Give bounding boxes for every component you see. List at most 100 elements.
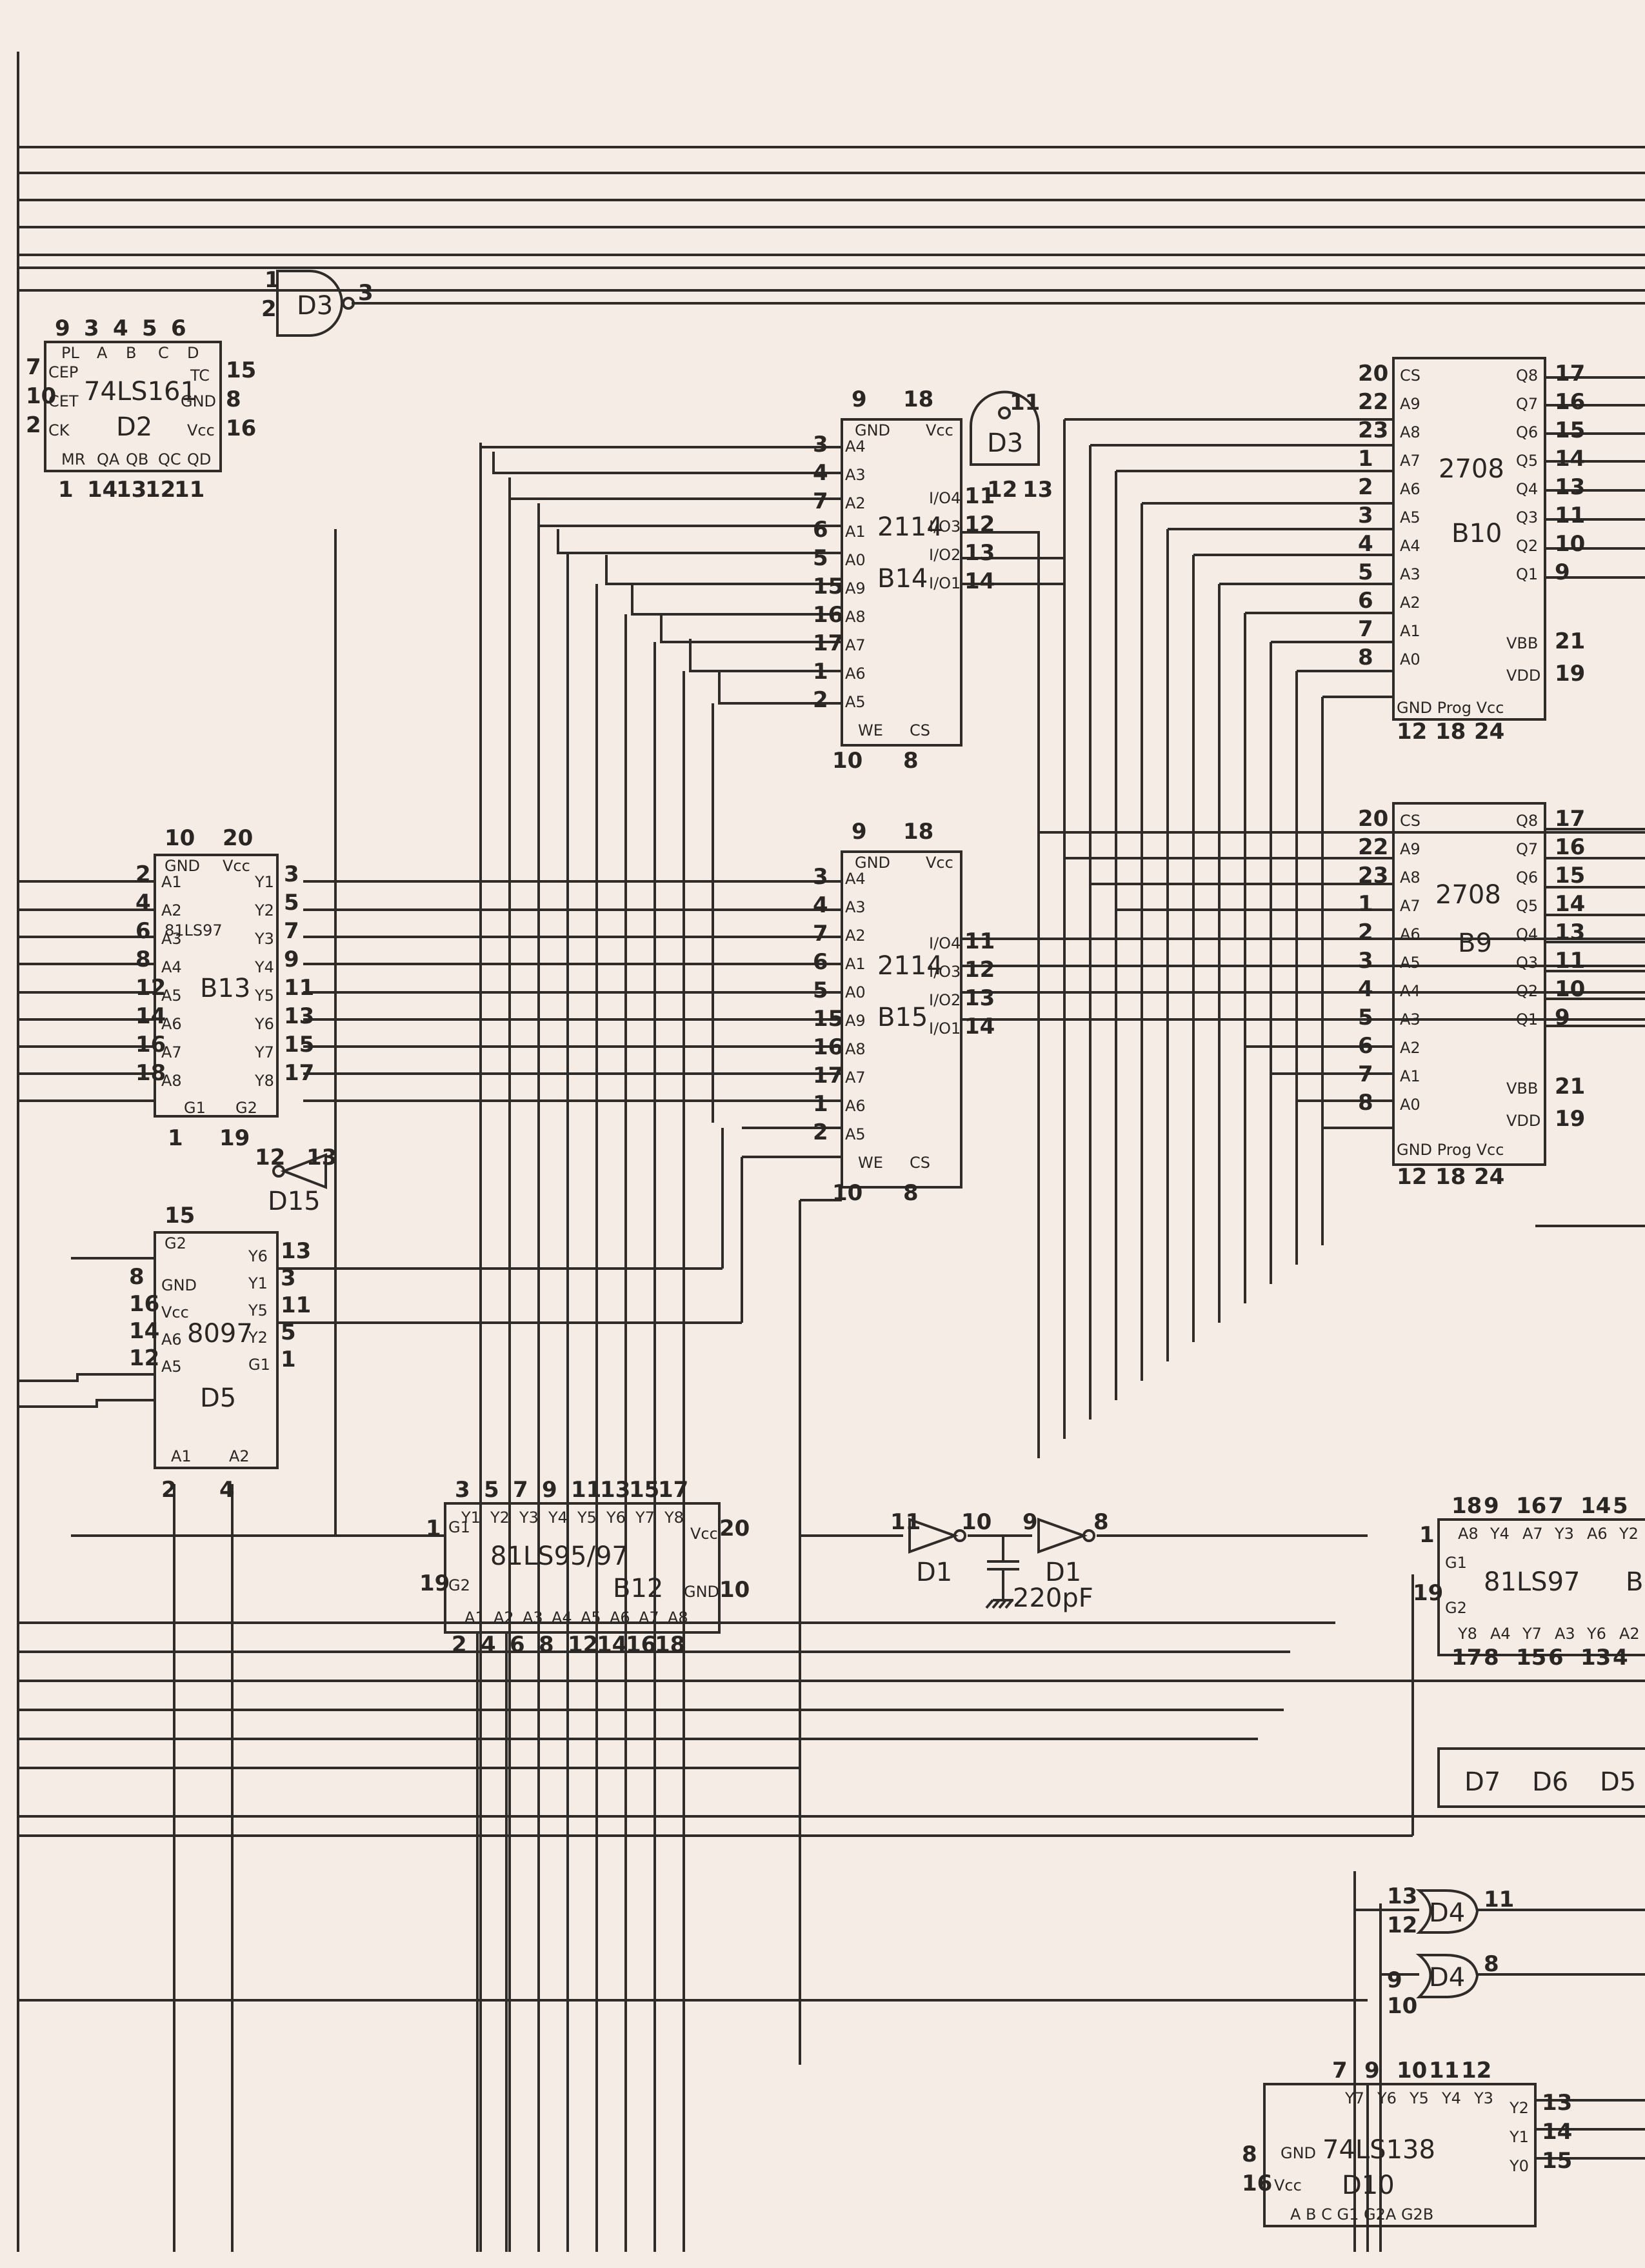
decoder-d10: 74LS138 D10 A B C G1 G2A G2B: [1263, 2083, 1537, 2227]
pin-number: 12: [1461, 2058, 1491, 2083]
pin-number: 10: [1397, 2058, 1427, 2083]
pin-number: 2: [161, 1477, 177, 1503]
counter-ref: D2: [116, 412, 152, 442]
pin-signal: Q4: [1516, 925, 1538, 943]
pin-signal: A7: [639, 1609, 659, 1627]
pin-number: 16: [1516, 1493, 1546, 1519]
pin-signal: Y5: [248, 1301, 268, 1320]
pin-number: 15: [629, 1477, 659, 1503]
pin-signal: GND: [684, 1583, 719, 1601]
pin-signal: Q4: [1516, 480, 1538, 498]
pin-number: 4: [813, 460, 828, 486]
pin-number: 14: [1555, 446, 1585, 472]
buffer-b12: 81LS95/97 B12: [444, 1502, 721, 1634]
pin-number: 12: [129, 1345, 159, 1371]
pin-number: 16: [813, 602, 843, 628]
pin-number: 9: [852, 386, 867, 412]
pin-signal: Vcc: [223, 857, 250, 875]
pin-signal: A6: [161, 1015, 182, 1033]
pin-number: 7: [1358, 616, 1373, 642]
data-bus-d6: D6: [1532, 1767, 1568, 1797]
pin-signal: Y2: [1509, 2099, 1529, 2117]
pin-signal: Y2: [490, 1509, 510, 1527]
pin-signal: A1: [161, 873, 182, 891]
decoder-d10-ref: D10: [1342, 2171, 1395, 2200]
pin-number: 6: [1358, 588, 1373, 614]
pin-number: 3: [813, 864, 828, 890]
pin-signal: Q3: [1516, 954, 1538, 972]
pin-number: 12: [135, 975, 166, 1001]
pin-number: 6: [1358, 1033, 1373, 1059]
pin-number: 7: [813, 488, 828, 514]
pin-signal: Y6: [254, 1015, 274, 1033]
pin-number: 23: [1358, 417, 1388, 443]
pin-signal: CS: [1400, 812, 1421, 830]
pin-signal: D: [187, 344, 199, 362]
pin-signal: MR: [61, 450, 85, 468]
pin-number: 5: [813, 545, 828, 571]
pin-signal: B: [126, 344, 136, 362]
pin-signal: Y6: [248, 1247, 268, 1265]
pin-signal: GND: [855, 421, 890, 439]
pin-signal: Y3: [1473, 2089, 1493, 2107]
pin-number: 21: [1555, 1074, 1585, 1099]
pin-signal: A5: [161, 1358, 182, 1376]
pin-number: 10: [26, 383, 56, 409]
pin-number: 7: [26, 354, 41, 380]
pin-number: 8: [129, 1264, 145, 1290]
eprom-b10: 2708 B10 GND Prog Vcc: [1392, 357, 1546, 721]
decoder-d10-part: 74LS138: [1322, 2135, 1435, 2165]
pin-signal: A2: [494, 1609, 514, 1627]
pin-number: 4: [813, 892, 828, 918]
pin-signal: A2: [229, 1447, 250, 1465]
pin-number: 2: [452, 1632, 467, 1658]
pin-signal: Q1: [1516, 1010, 1538, 1029]
pin-signal: A2: [1619, 1625, 1640, 1643]
pin-signal: A8: [668, 1609, 688, 1627]
pin-number: 6: [813, 517, 828, 543]
pin-number: 19: [219, 1125, 250, 1151]
pin-signal: G2: [448, 1576, 470, 1594]
pin-signal: A7: [845, 636, 866, 654]
pin-number: 16: [1555, 834, 1585, 860]
pin-signal: Q7: [1516, 840, 1538, 858]
pin-number: 8: [1093, 1509, 1109, 1535]
gate-d3-mid-ref: D3: [987, 428, 1023, 458]
pin-number: 11: [174, 477, 204, 503]
pin-number: 8: [135, 947, 151, 972]
delay-inv2-ref: D1: [1045, 1558, 1081, 1587]
pin-signal: Q2: [1516, 537, 1538, 555]
pin-number: 20: [719, 1516, 750, 1541]
pin-number: 2: [1358, 474, 1373, 500]
pin-signal: Y8: [664, 1509, 684, 1527]
pin-number: 12: [568, 1632, 598, 1658]
pin-number: 14: [964, 568, 995, 594]
pin-signal: A5: [845, 1125, 866, 1143]
pin-number: 18: [1435, 1164, 1466, 1190]
ram-b14-ref: B14: [877, 564, 928, 594]
pin-signal: GND: [161, 1276, 197, 1294]
pin-signal: Q7: [1516, 395, 1538, 413]
pin-signal: GND: [855, 854, 890, 872]
pin-signal: Q5: [1516, 897, 1538, 915]
pin-number: 4: [219, 1477, 235, 1503]
pin-signal: A5: [1400, 508, 1421, 527]
pin-number: 17: [1555, 806, 1585, 832]
eprom-b9-ref: B9: [1458, 928, 1492, 958]
pin-signal: A7: [845, 1069, 866, 1087]
data-bus-d5: D5: [1600, 1767, 1636, 1797]
pin-number: 13: [284, 1003, 314, 1029]
pin-signal: Y6: [606, 1509, 626, 1527]
pin-number: 16: [1555, 389, 1585, 415]
buffer-b13: 81LS97 B13: [154, 854, 279, 1118]
or-gate-d4-bottom: D4: [1415, 1954, 1479, 1998]
pin-signal: A2: [845, 927, 866, 945]
pin-signal: Vcc: [926, 421, 953, 439]
pin-signal: G1: [184, 1099, 206, 1117]
pin-signal: Y2: [254, 901, 274, 919]
pin-signal: CS: [1400, 366, 1421, 385]
pin-number: 13: [281, 1238, 311, 1264]
pin-signal: QB: [126, 450, 148, 468]
pin-signal: QC: [158, 450, 181, 468]
